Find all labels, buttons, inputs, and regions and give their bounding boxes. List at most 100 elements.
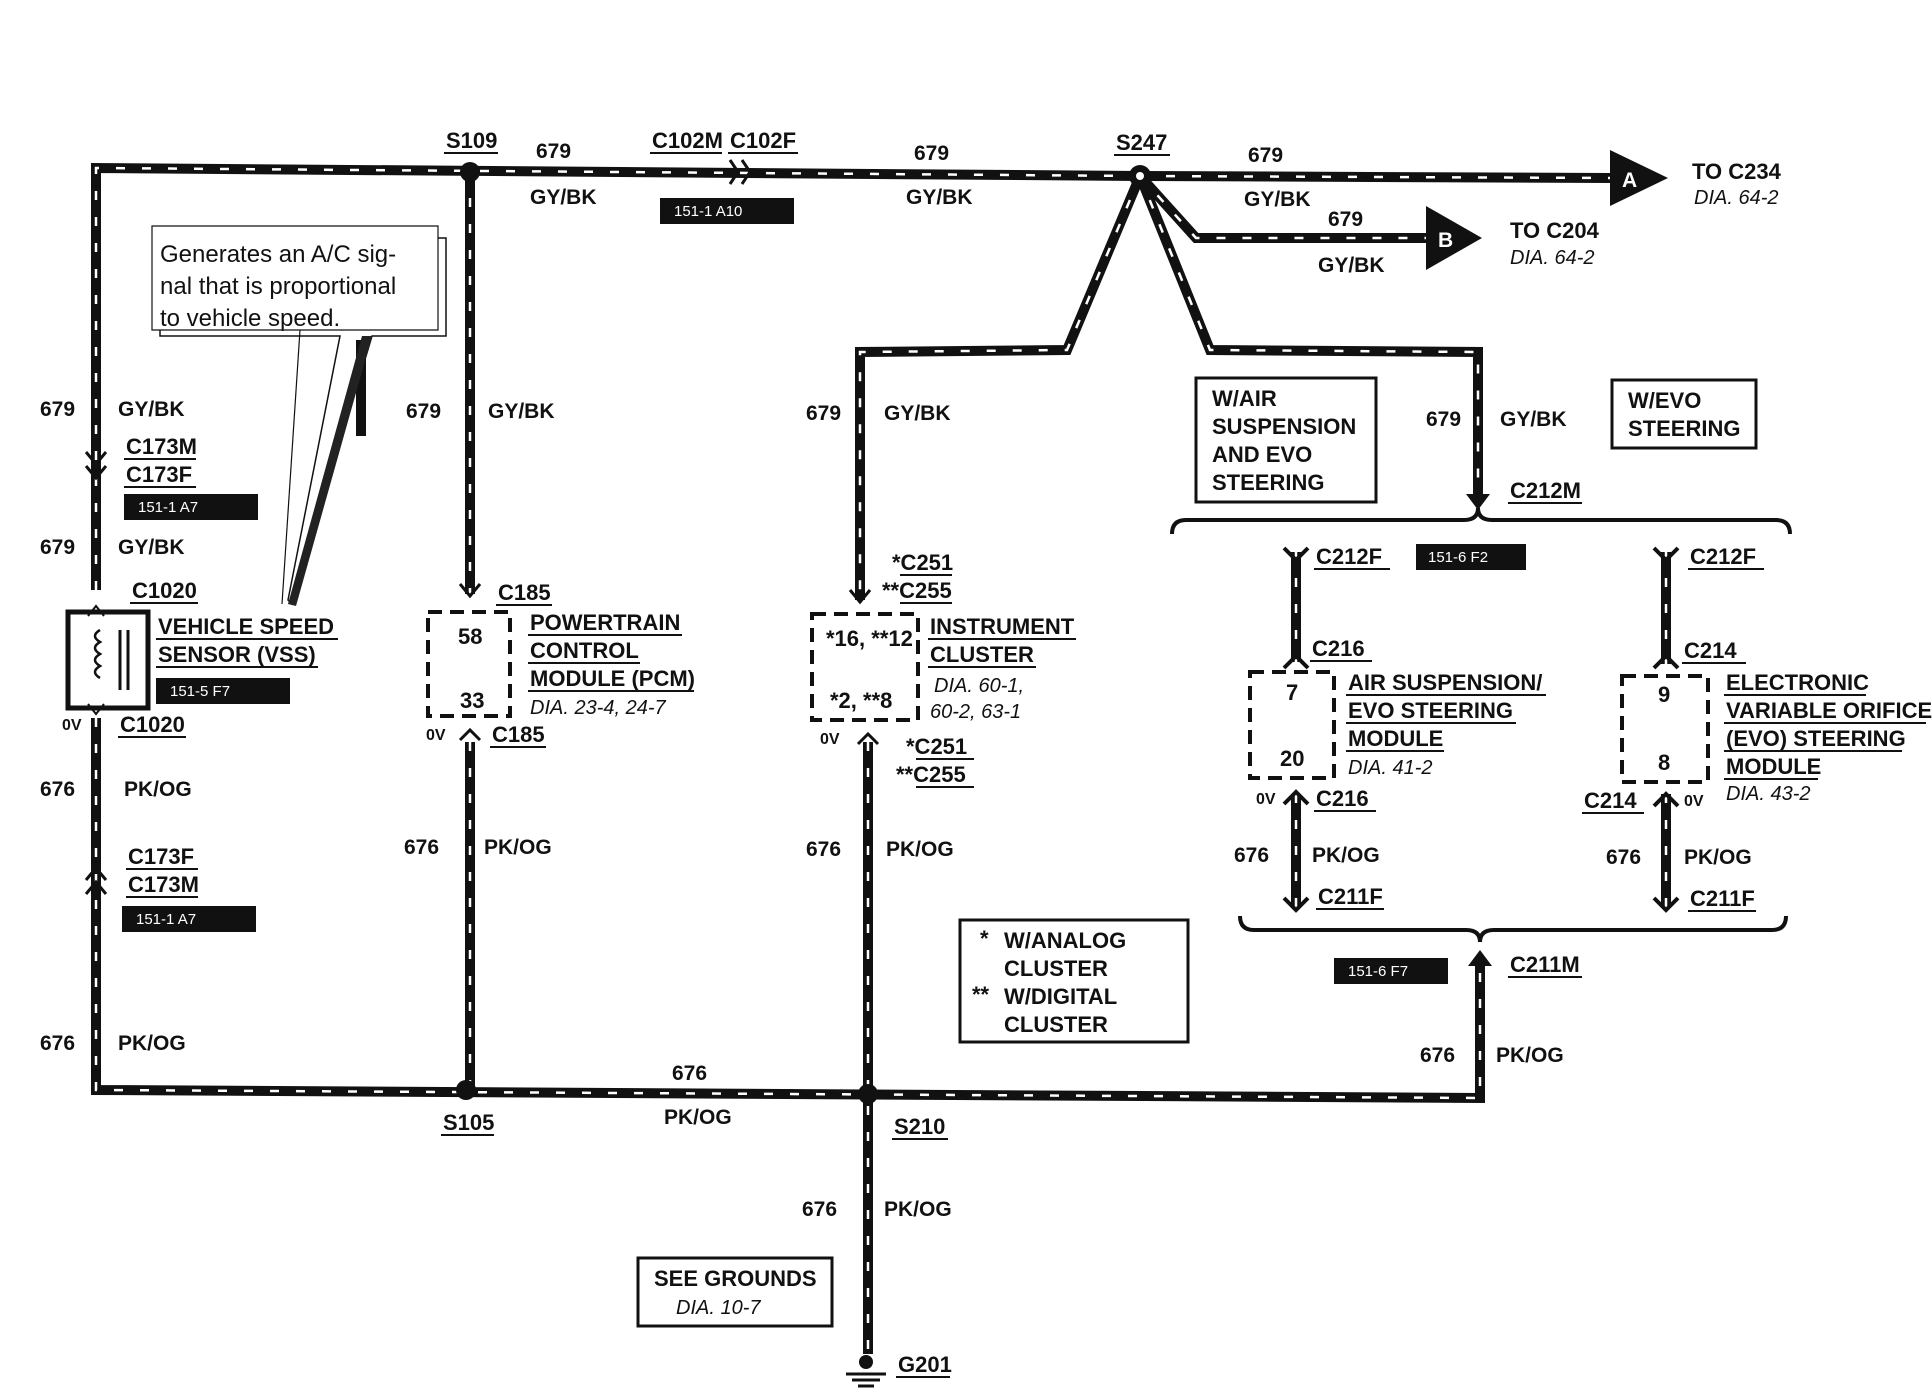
svg-text:C211F: C211F [1318, 884, 1383, 909]
svg-text:C185: C185 [492, 722, 545, 747]
svg-text:C102F: C102F [730, 128, 796, 153]
svg-text:C102M: C102M [652, 128, 723, 153]
svg-text:W/DIGITAL: W/DIGITAL [1004, 984, 1117, 1009]
svg-text:676: 676 [40, 1032, 75, 1055]
pcm-branch: 679 GY/BK C185 58 33 POWERTRAIN CONTROL … [404, 400, 695, 859]
splice-s109: S109 [444, 128, 498, 182]
svg-text:G201: G201 [898, 1352, 952, 1377]
svg-text:676: 676 [806, 838, 841, 861]
svg-text:POWERTRAIN: POWERTRAIN [530, 610, 680, 635]
svg-text:SUSPENSION: SUSPENSION [1212, 414, 1356, 439]
svg-text:PK/OG: PK/OG [1312, 844, 1380, 867]
bottom-bus-labels: 676 PK/OG 676 PK/OG 676 PK/OG [664, 1044, 1564, 1221]
svg-text:679: 679 [406, 400, 441, 423]
svg-text:151-1 A7: 151-1 A7 [138, 499, 198, 516]
ground-g201: G201 [846, 1352, 952, 1388]
svg-text:AND EVO: AND EVO [1212, 442, 1312, 467]
splice-s105: S105 [441, 1080, 494, 1136]
wire-676-harness [91, 552, 1671, 1354]
svg-text:679: 679 [1248, 144, 1283, 167]
svg-text:TO C204: TO C204 [1510, 218, 1600, 243]
svg-text:DIA. 64-2: DIA. 64-2 [1694, 187, 1778, 209]
svg-text:W/EVO: W/EVO [1628, 388, 1701, 413]
svg-text:679: 679 [40, 536, 75, 559]
svg-text:676: 676 [40, 778, 75, 801]
svg-text:GY/BK: GY/BK [118, 398, 185, 421]
svg-text:C214: C214 [1584, 788, 1637, 813]
svg-text:SENSOR (VSS): SENSOR (VSS) [158, 642, 316, 667]
evo-module [1620, 674, 1710, 784]
svg-text:PK/OG: PK/OG [1496, 1044, 1564, 1067]
svg-text:0V: 0V [62, 717, 82, 734]
svg-text:676: 676 [1234, 844, 1269, 867]
svg-text:**C255: **C255 [882, 578, 952, 603]
svg-text:GY/BK: GY/BK [906, 186, 973, 209]
svg-text:151-1 A7: 151-1 A7 [136, 911, 196, 928]
svg-text:C1020: C1020 [120, 712, 185, 737]
svg-text:*C251: *C251 [906, 734, 967, 759]
asm-module [1248, 670, 1336, 780]
svg-text:20: 20 [1280, 746, 1304, 771]
svg-text:W/AIR: W/AIR [1212, 386, 1277, 411]
svg-text:*C251: *C251 [892, 550, 953, 575]
svg-text:MODULE: MODULE [1348, 726, 1443, 751]
svg-text:ELECTRONIC: ELECTRONIC [1726, 670, 1869, 695]
svg-text:S247: S247 [1116, 130, 1167, 155]
svg-text:*16, **12: *16, **12 [826, 626, 913, 651]
svg-text:DIA. 10-7: DIA. 10-7 [676, 1297, 761, 1319]
svg-text:GY/BK: GY/BK [884, 402, 951, 425]
svg-text:CONTROL: CONTROL [530, 638, 639, 663]
svg-text:S109: S109 [446, 128, 497, 153]
svg-text:MODULE (PCM): MODULE (PCM) [530, 666, 695, 691]
c212-group: 679 GY/BK C212M 151-6 F2 151-6 F7 C211M [1170, 408, 1792, 984]
svg-text:STEERING: STEERING [1628, 416, 1740, 441]
wire-679-harness [91, 162, 1611, 600]
svg-text:C173M: C173M [126, 434, 197, 459]
svg-text:9: 9 [1658, 682, 1670, 707]
svg-text:676: 676 [802, 1198, 837, 1221]
svg-text:7: 7 [1286, 680, 1298, 705]
top-wire-labels: 679 GY/BK C102M C102F 151-1 A10 679 GY/B… [530, 128, 1385, 277]
svg-text:GY/BK: GY/BK [530, 186, 597, 209]
svg-text:CLUSTER: CLUSTER [930, 642, 1034, 667]
svg-text:PK/OG: PK/OG [886, 838, 954, 861]
callout-vss: Generates an A/C sig- nal that is propor… [151, 225, 447, 606]
svg-text:GY/BK: GY/BK [1318, 254, 1385, 277]
svg-text:C185: C185 [498, 580, 551, 605]
svg-text:*2, **8: *2, **8 [830, 688, 892, 713]
svg-text:*: * [980, 926, 989, 951]
svg-text:C1020: C1020 [132, 578, 197, 603]
svg-text:PK/OG: PK/OG [884, 1198, 952, 1221]
svg-text:C216: C216 [1316, 786, 1369, 811]
svg-text:DIA. 43-2: DIA. 43-2 [1726, 783, 1810, 805]
svg-text:676: 676 [1420, 1044, 1455, 1067]
svg-text:679: 679 [1426, 408, 1461, 431]
svg-text:DIA. 60-1,: DIA. 60-1, [934, 675, 1024, 697]
svg-text:C214: C214 [1684, 638, 1737, 663]
svg-text:Generates an A/C sig-: Generates an A/C sig- [160, 241, 396, 268]
svg-text:W/ANALOG: W/ANALOG [1004, 928, 1126, 953]
svg-text:C211F: C211F [1690, 886, 1755, 911]
svg-text:151-1 A10: 151-1 A10 [674, 203, 742, 220]
svg-text:PK/OG: PK/OG [118, 1032, 186, 1055]
svg-text:CLUSTER: CLUSTER [1004, 956, 1108, 981]
svg-text:GY/BK: GY/BK [118, 536, 185, 559]
svg-text:0V: 0V [820, 731, 840, 748]
svg-text:C212F: C212F [1316, 544, 1382, 569]
svg-text:C173F: C173F [128, 844, 194, 869]
asm-branch: C212F C216 7 20 AIR SUSPENSION/ EVO STEE… [1234, 544, 1546, 913]
svg-text:A: A [1622, 169, 1637, 192]
svg-text:8: 8 [1658, 750, 1670, 775]
svg-text:SEE GROUNDS: SEE GROUNDS [654, 1266, 817, 1291]
svg-text:MODULE: MODULE [1726, 754, 1821, 779]
svg-text:AIR SUSPENSION/: AIR SUSPENSION/ [1348, 670, 1542, 695]
svg-text:GY/BK: GY/BK [1244, 188, 1311, 211]
svg-text:nal that is proportional: nal that is proportional [160, 273, 396, 300]
svg-text:151-5 F7: 151-5 F7 [170, 683, 230, 700]
svg-text:C211M: C211M [1510, 952, 1580, 977]
ic-branch: 679 GY/BK *C251 **C255 *16, **12 *2, **8… [806, 402, 1076, 861]
svg-text:679: 679 [1328, 208, 1363, 231]
vss-branch: 679 GY/BK C173M C173F 151-1 A7 679 GY/BK… [40, 398, 338, 1055]
svg-text:GY/BK: GY/BK [1500, 408, 1567, 431]
